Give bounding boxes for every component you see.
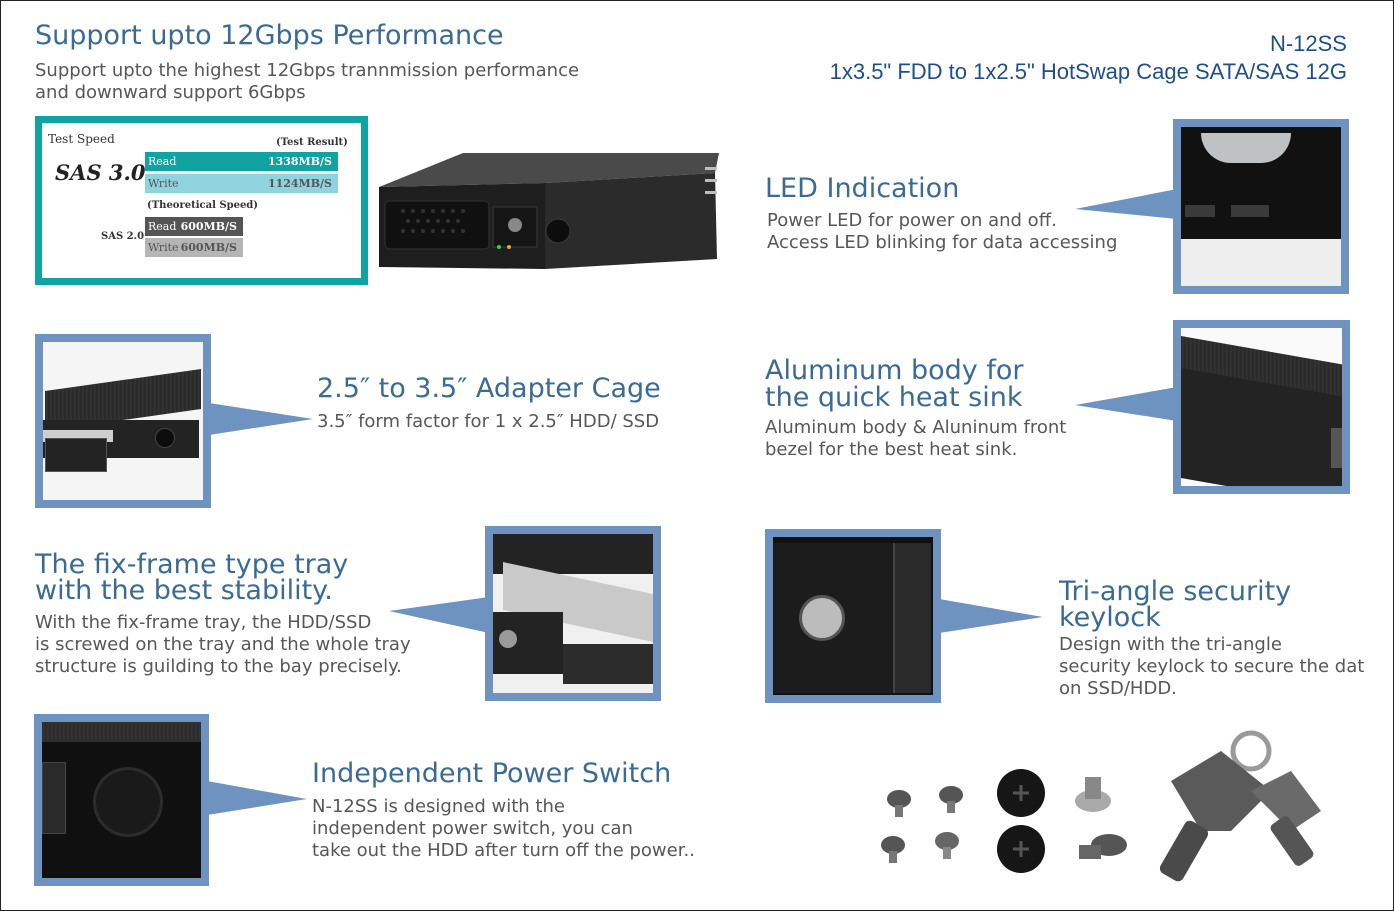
page-subtitle-line2: and downward support 6Gbps bbox=[35, 82, 306, 103]
tray-line3: structure is guilding to the bay precise… bbox=[35, 656, 402, 677]
aluminum-pointer bbox=[1075, 387, 1177, 421]
power-line2: independent power switch, you can bbox=[312, 818, 633, 839]
test-result-label: (Test Result) bbox=[276, 137, 348, 148]
tray-pointer bbox=[389, 597, 489, 633]
tray-line2: is screwed on the tray and the whole tra… bbox=[35, 634, 411, 655]
sas3-write-label: Write bbox=[148, 177, 179, 190]
adapter-line1: 3.5″ form factor for 1 x 2.5″ HDD/ SSD bbox=[317, 411, 660, 432]
product-name: 1x3.5" FDD to 1x2.5" HotSwap Cage SATA/S… bbox=[829, 59, 1347, 84]
model-number: N-12SS bbox=[1269, 31, 1347, 56]
tray-photo bbox=[485, 526, 661, 701]
sas3-read-label: Read bbox=[148, 155, 177, 168]
led-pointer bbox=[1075, 189, 1177, 219]
sas3-write-bar: Write 1124MB/S bbox=[145, 174, 338, 193]
screw-icon bbox=[881, 786, 963, 863]
aluminum-photo bbox=[1173, 320, 1350, 494]
aluminum-line1: Aluminum body & Aluninum front bbox=[765, 417, 1067, 438]
sas2-write-label: Write bbox=[148, 241, 179, 254]
aluminum-title-line1: Aluminum body for bbox=[765, 355, 1024, 386]
aluminum-line2: bezel for the best heat sink. bbox=[765, 439, 1018, 460]
sas2-read-value: 600MB/S bbox=[180, 220, 237, 233]
sas2-label: SAS 2.0 bbox=[101, 231, 145, 242]
keylock-title-line2: keylock bbox=[1059, 602, 1161, 633]
led-photo bbox=[1173, 119, 1349, 294]
adapter-title: 2.5″ to 3.5″ Adapter Cage bbox=[317, 373, 661, 404]
tray-line1: With the fix-frame tray, the HDD/SSD bbox=[35, 612, 372, 633]
page-title: Support upto 12Gbps Performance bbox=[35, 20, 504, 51]
washer-icon bbox=[997, 769, 1045, 873]
speed-test-panel: Test Speed (Test Result) SAS 3.0 Read 13… bbox=[35, 116, 368, 285]
sas3-read-value: 1338MB/S bbox=[267, 155, 332, 168]
key-icon bbox=[1159, 730, 1321, 882]
sas3-label: SAS 3.0 bbox=[55, 160, 146, 185]
accessories-image bbox=[871, 721, 1351, 896]
test-speed-label: Test Speed bbox=[48, 132, 115, 146]
keylock-line1: Design with the tri-angle bbox=[1059, 634, 1282, 655]
power-line1: N-12SS is designed with the bbox=[312, 796, 565, 817]
adapter-pointer bbox=[209, 403, 313, 435]
power-switch-photo bbox=[34, 714, 209, 886]
theoretical-speed-label: (Theoretical Speed) bbox=[147, 200, 259, 211]
power-title: Independent Power Switch bbox=[312, 758, 672, 789]
page-subtitle-line1: Support upto the highest 12Gbps trannmis… bbox=[35, 60, 580, 81]
power-pointer bbox=[207, 781, 307, 815]
sas2-read-label: Read bbox=[148, 220, 177, 233]
sas2-write-value: 600MB/S bbox=[180, 241, 237, 254]
sas2-write-bar: Write 600MB/S bbox=[145, 238, 243, 257]
tray-title-line2: with the best stability. bbox=[35, 575, 333, 606]
adapter-photo bbox=[35, 334, 211, 508]
led-title: LED Indication bbox=[765, 173, 960, 204]
keylock-line2: security keylock to secure the data bbox=[1059, 656, 1365, 677]
aluminum-title-line2: the quick heat sink bbox=[765, 382, 1023, 413]
keylock-photo bbox=[765, 529, 941, 703]
power-line3: take out the HDD after turn off the powe… bbox=[312, 840, 695, 861]
led-line2: Access LED blinking for data accessing bbox=[767, 232, 1118, 253]
sas3-write-value: 1124MB/S bbox=[267, 177, 332, 190]
tray-title-line1: The fix-frame type tray bbox=[35, 549, 349, 580]
standoff-icon bbox=[1075, 777, 1127, 859]
sas2-read-bar: Read 600MB/S bbox=[145, 217, 243, 236]
keylock-title-line1: Tri-angle security bbox=[1059, 576, 1292, 607]
keylock-line3: on SSD/HDD. bbox=[1059, 678, 1177, 699]
sas3-read-bar: Read 1338MB/S bbox=[145, 152, 338, 171]
keylock-pointer bbox=[939, 599, 1043, 633]
led-line1: Power LED for power on and off. bbox=[767, 210, 1057, 231]
product-image bbox=[375, 149, 721, 271]
